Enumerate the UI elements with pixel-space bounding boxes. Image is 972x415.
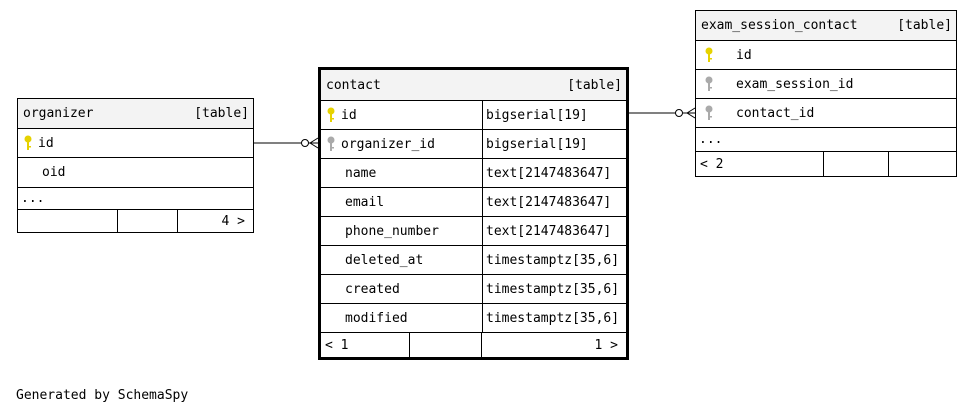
column-type: timestamptz[35,6] — [482, 246, 626, 274]
column-row: id — [696, 41, 956, 70]
column-name: phone_number — [345, 223, 439, 239]
contact-table[interactable]: contact [table] id bigserial[19] organiz… — [318, 67, 629, 360]
column-type: timestamptz[35,6] — [482, 275, 626, 303]
parents-count[interactable] — [18, 210, 118, 232]
table-kind: [table] — [194, 106, 249, 121]
column-row: phone_number text[2147483647] — [321, 217, 626, 246]
row-count — [118, 210, 178, 232]
column-row: name text[2147483647] — [321, 159, 626, 188]
edge-crowfoot — [309, 142, 319, 149]
foreign-key-icon — [705, 76, 713, 91]
table-footer: < 2 — [696, 152, 956, 176]
primary-key-icon — [24, 135, 32, 150]
column-name: name — [345, 165, 377, 181]
column-name: id — [341, 107, 357, 123]
foreign-key-icon — [327, 136, 335, 151]
column-row: created timestamptz[35,6] — [321, 275, 626, 304]
column-type: bigserial[19] — [482, 130, 626, 158]
row-count — [824, 152, 889, 176]
row-count — [410, 333, 482, 357]
parents-count[interactable]: < 2 — [696, 152, 824, 176]
column-name: contact_id — [736, 105, 815, 121]
column-type: timestamptz[35,6] — [482, 304, 626, 332]
edge-crowfoot — [309, 137, 319, 144]
more-columns: ... — [18, 188, 253, 210]
column-name: email — [345, 194, 385, 210]
column-row: email text[2147483647] — [321, 188, 626, 217]
column-row: id — [18, 129, 253, 158]
column-name: id — [736, 47, 752, 63]
table-header[interactable]: exam_session_contact [table] — [696, 11, 956, 41]
column-name: exam_session_id — [736, 76, 854, 92]
column-row: deleted_at timestamptz[35,6] — [321, 246, 626, 275]
column-type: text[2147483647] — [482, 217, 626, 245]
ellipsis-text: ... — [699, 132, 723, 147]
column-row: modified timestamptz[35,6] — [321, 304, 626, 333]
children-count[interactable]: 4 > — [221, 213, 245, 229]
organizer-table[interactable]: organizer [table] id oid ... 4 > — [17, 98, 254, 233]
table-kind: [table] — [897, 18, 952, 33]
table-kind: [table] — [567, 77, 622, 93]
children-count[interactable] — [889, 152, 956, 176]
table-header[interactable]: contact [table] — [321, 70, 626, 101]
table-name[interactable]: contact — [326, 77, 381, 93]
column-type: text[2147483647] — [482, 188, 626, 216]
edge-crowfoot — [686, 107, 696, 114]
foreign-key-icon — [705, 105, 713, 120]
table-name[interactable]: exam_session_contact — [701, 18, 858, 33]
table-header[interactable]: organizer [table] — [18, 99, 253, 129]
column-row: organizer_id bigserial[19] — [321, 130, 626, 159]
edge-optional-marker — [301, 139, 309, 147]
column-name: deleted_at — [345, 252, 424, 268]
column-row: id bigserial[19] — [321, 101, 626, 130]
exam-session-contact-table[interactable]: exam_session_contact [table] id exam_ses… — [695, 10, 957, 177]
column-name: oid — [42, 165, 66, 180]
more-columns: ... — [696, 128, 956, 152]
edge-crowfoot — [686, 112, 696, 119]
primary-key-icon — [327, 107, 335, 122]
primary-key-icon — [705, 47, 713, 62]
children-count[interactable]: 1 > — [594, 337, 618, 353]
table-name[interactable]: organizer — [23, 106, 94, 121]
table-footer: < 1 1 > — [321, 333, 626, 357]
ellipsis-text: ... — [21, 191, 45, 206]
column-row: contact_id — [696, 99, 956, 128]
column-name: created — [345, 281, 400, 297]
column-name: organizer_id — [341, 136, 435, 152]
column-type: bigserial[19] — [482, 101, 626, 129]
column-name: id — [38, 135, 54, 151]
column-row: exam_session_id — [696, 70, 956, 99]
column-type: text[2147483647] — [482, 159, 626, 187]
table-footer: 4 > — [18, 210, 253, 232]
edge-optional-marker — [675, 109, 683, 117]
generated-by-note: Generated by SchemaSpy — [16, 388, 189, 403]
column-row: oid — [18, 158, 253, 188]
column-name: modified — [345, 310, 408, 326]
parents-count[interactable]: < 1 — [321, 333, 410, 357]
